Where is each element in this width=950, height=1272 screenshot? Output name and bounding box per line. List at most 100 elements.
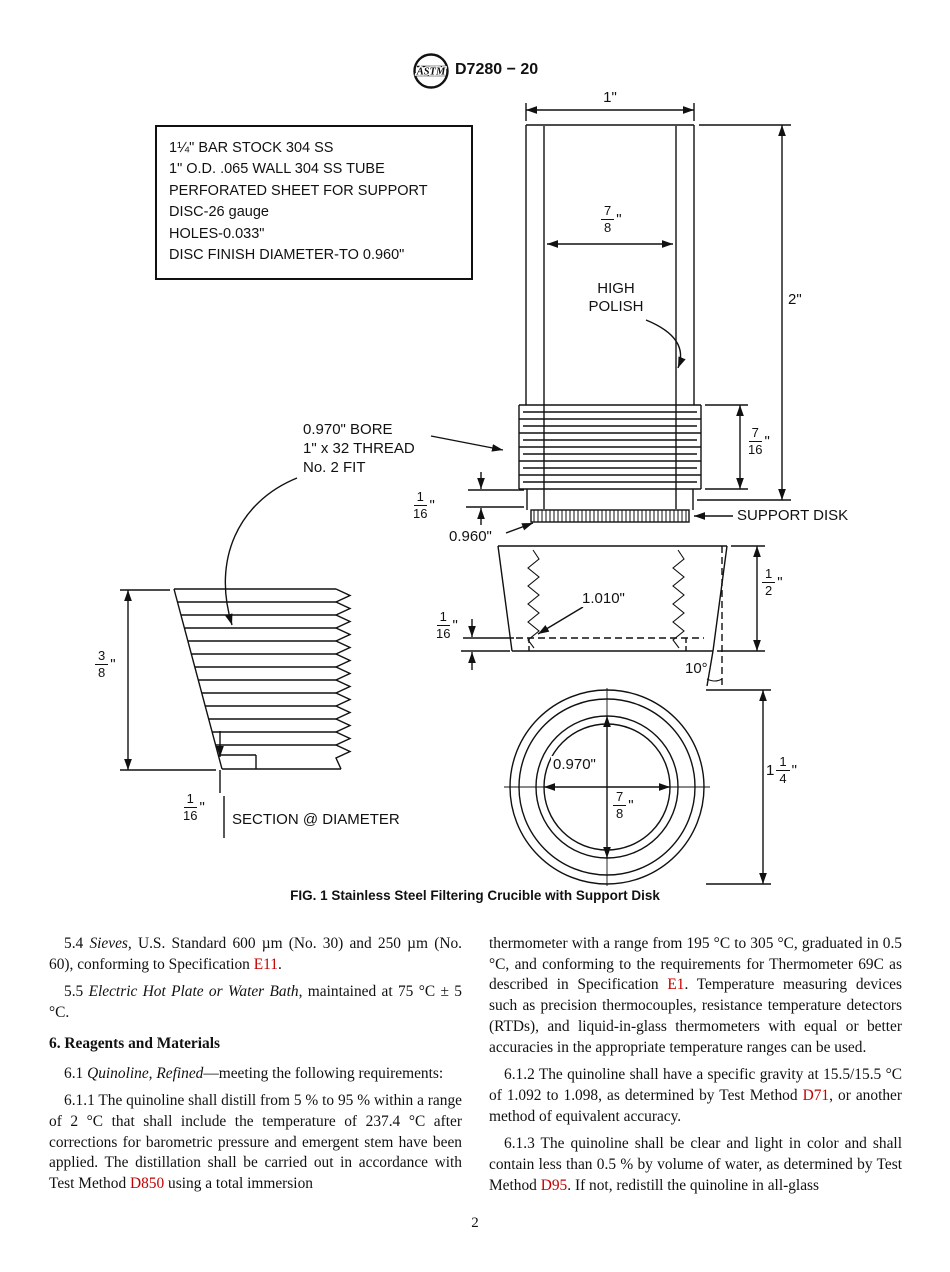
text-segment: 6. Reagents and Materials xyxy=(49,1034,220,1052)
fraction-den: 2 xyxy=(765,583,773,599)
crucible-technical-drawing xyxy=(120,103,791,886)
fraction-num: 3 xyxy=(95,648,109,666)
fraction-den: 8 xyxy=(616,806,624,822)
text-segment: . Temperature measuring devices such as … xyxy=(489,976,902,1056)
fraction-num: 1 xyxy=(436,609,450,627)
callout-line3: No. 2 FIT xyxy=(303,459,366,476)
paragraph: 6.1.1 The quinoline shall distill from 5… xyxy=(49,1091,462,1195)
paragraph: 6.1.2 The quinoline shall have a specifi… xyxy=(489,1065,902,1127)
text-segment: 5.4 xyxy=(64,935,90,952)
fraction-den: 8 xyxy=(98,665,106,681)
text-segment: using a total immersion xyxy=(164,1175,313,1193)
astm-logo: ASTM xyxy=(413,53,449,89)
text-segment: . If not, redistill the quinoline in all… xyxy=(567,1176,820,1194)
drawing-note-box: 1¼" BAR STOCK 304 SS 1" O.D. .065 WALL 3… xyxy=(155,125,473,280)
fraction-unit: " xyxy=(616,211,622,229)
dim-recess-label: 1.010" xyxy=(580,590,627,607)
section-heading: 6. Reagents and Materials xyxy=(49,1034,462,1055)
fraction-unit: " xyxy=(628,797,634,815)
fraction-den: 16 xyxy=(436,626,451,642)
thread-callout: 0.970" BORE 1" x 32 THREAD No. 2 FIT xyxy=(303,420,415,477)
section-view-label: SECTION @ DIAMETER xyxy=(232,811,400,828)
support-disk-label: SUPPORT DISK xyxy=(737,507,849,524)
fraction-whole: 1 xyxy=(766,762,775,780)
fraction-den: 4 xyxy=(779,771,787,787)
spec-reference-link[interactable]: E11 xyxy=(253,955,278,973)
fraction-unit: " xyxy=(110,656,116,674)
fraction-num: 1 xyxy=(183,791,197,809)
body-columns: 5.4 Sieves, U.S. Standard 600 µm (No. 30… xyxy=(49,934,902,1204)
doc-number: D7280 − 20 xyxy=(455,61,539,78)
text-segment: —meeting the following requirements: xyxy=(203,1064,444,1082)
spec-reference-link[interactable]: E1 xyxy=(667,976,685,994)
text-segment: 5.5 xyxy=(64,983,89,1001)
spec-reference-link[interactable]: D850 xyxy=(130,1175,165,1193)
note-line: 1¼" BAR STOCK 304 SS xyxy=(169,140,334,156)
fraction-den: 16 xyxy=(413,506,428,522)
fraction-unit: " xyxy=(199,799,205,817)
text-segment: 6.1.2 The quinoline shall have a specifi… xyxy=(489,1066,902,1105)
text-segment: . xyxy=(277,955,282,973)
text-segment: thermometer with a range from 195 °C to … xyxy=(489,935,902,994)
spec-reference-link[interactable]: D71 xyxy=(802,1087,830,1105)
high-polish-label: HIGH POLISH xyxy=(572,280,660,316)
high-polish-line2: POLISH xyxy=(588,298,644,315)
callout-line1: 0.970" BORE xyxy=(303,421,393,438)
page-number: 2 xyxy=(471,1215,479,1231)
fraction-den: 8 xyxy=(604,220,612,236)
dim-bore-bottom-label: 0.970" xyxy=(551,756,598,773)
taper-angle-label: 10° xyxy=(685,660,708,677)
fraction-den: 16 xyxy=(748,442,763,458)
note-line: PERFORATED SHEET FOR SUPPORT xyxy=(169,182,428,199)
text-segment: , or another method of equivalent accura… xyxy=(489,1087,902,1125)
fraction-num: 7 xyxy=(613,789,627,807)
text-segment: 6.1.3 The quinoline shall be clear and l… xyxy=(489,1135,902,1194)
text-segment: Sieves, xyxy=(89,935,132,952)
paragraph: 5.5 Electric Hot Plate or Water Bath, ma… xyxy=(49,982,462,1023)
spec-reference-link[interactable]: D95 xyxy=(540,1176,568,1194)
fraction-num: 1 xyxy=(762,566,776,584)
paragraph: 6.1.3 The quinoline shall be clear and l… xyxy=(489,1134,902,1196)
fraction-unit: " xyxy=(452,617,458,635)
astm-logo-text: ASTM xyxy=(416,67,446,78)
text-segment: Electric Hot Plate or Water Bath, xyxy=(88,983,303,1001)
note-line: HOLES-0.033" xyxy=(169,225,265,242)
text-segment: Quinoline, Refined xyxy=(87,1064,204,1082)
callout-line2: 1" x 32 THREAD xyxy=(303,440,415,457)
dim-tube-od-label: 1" xyxy=(603,89,617,106)
paragraph: thermometer with a range from 195 °C to … xyxy=(489,934,902,1058)
text-segment: maintained at 75 °C ± 5 °C. xyxy=(49,983,462,1022)
fraction-num: 1 xyxy=(776,754,790,772)
fraction-unit: " xyxy=(429,497,435,515)
fraction-num: 7 xyxy=(748,425,762,443)
note-line: DISC FINISH DIAMETER-TO 0.960" xyxy=(169,247,405,264)
fraction-num: 1 xyxy=(413,489,427,507)
dim-disk-od-label: 0.960" xyxy=(449,528,492,545)
note-line: DISC-26 gauge xyxy=(169,204,269,221)
fraction-unit: " xyxy=(764,433,770,451)
right-column: thermometer with a range from 195 °C to … xyxy=(489,934,902,1204)
fraction-unit: " xyxy=(791,762,797,780)
text-segment: 6.1 xyxy=(64,1064,88,1082)
paragraph: 6.1 Quinoline, Refined—meeting the follo… xyxy=(49,1064,462,1085)
fraction-den: 16 xyxy=(183,808,198,824)
dim-height-label: 2" xyxy=(788,291,802,308)
text-segment: 6.1.1 The quinoline shall distill from 5… xyxy=(49,1092,462,1193)
fraction-num: 7 xyxy=(601,203,615,221)
